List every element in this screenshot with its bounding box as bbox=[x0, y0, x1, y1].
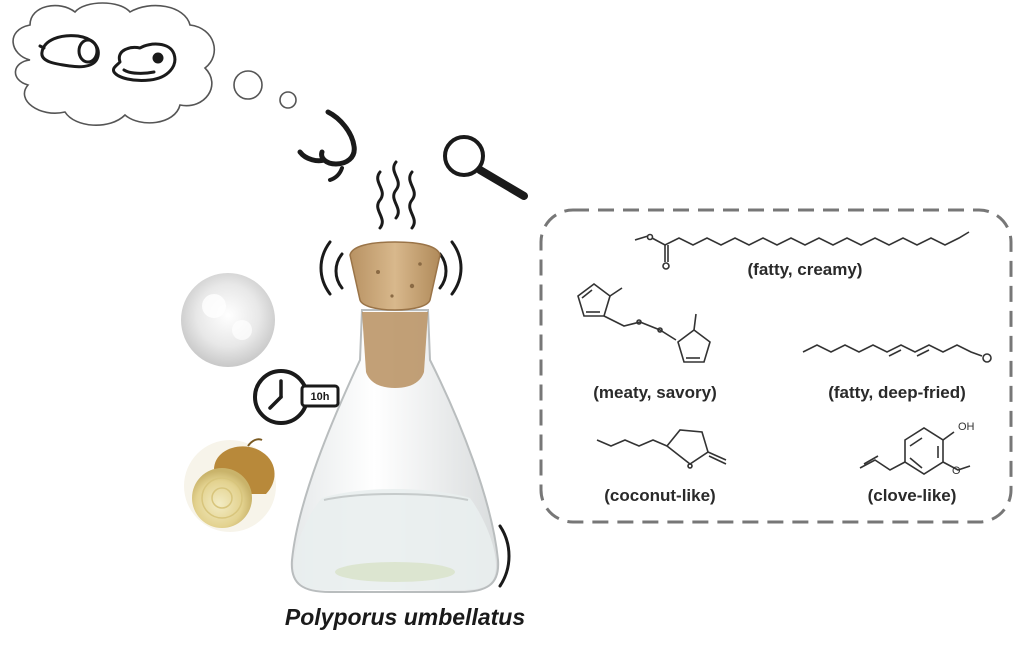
lactone-structure bbox=[596, 429, 727, 469]
clock-icon: 10h bbox=[253, 369, 340, 425]
thought-bubble-small bbox=[279, 91, 297, 109]
magnifier-icon bbox=[443, 135, 528, 200]
compound-descriptor-disulfide: (meaty, savory) bbox=[593, 383, 717, 402]
nose-icon-nostril bbox=[328, 166, 344, 182]
eugenol-structure bbox=[859, 427, 971, 475]
thought-bubble-large bbox=[233, 70, 263, 100]
compound-descriptor-eugenol: (clove-like) bbox=[867, 486, 957, 505]
cork-stopper bbox=[349, 241, 441, 388]
disulfide-structure bbox=[577, 283, 711, 363]
mycelium-culture-icon bbox=[181, 273, 275, 367]
aroma-waves-icon bbox=[376, 160, 416, 230]
meat-steak-icon bbox=[112, 42, 177, 82]
flask-icon bbox=[290, 309, 500, 593]
timer-label: 10h bbox=[311, 391, 330, 403]
species-caption: Polyporus umbellatus bbox=[284, 604, 526, 630]
compound-descriptor-ester: (fatty, creamy) bbox=[747, 260, 863, 279]
decadienal-structure bbox=[802, 344, 992, 363]
shake-marks-top bbox=[319, 240, 463, 296]
compound-descriptor-decadienal: (fatty, deep-fried) bbox=[828, 383, 966, 402]
compound-box bbox=[539, 208, 1013, 524]
compound-descriptor-lactone: (coconut-like) bbox=[604, 486, 716, 505]
eugenol-oh-label: OH bbox=[958, 421, 975, 433]
onion-icon bbox=[184, 438, 276, 532]
eugenol-o-label: O bbox=[952, 465, 961, 477]
nose-icon bbox=[297, 109, 357, 167]
sausage-icon bbox=[38, 34, 100, 69]
thought-cloud-icon bbox=[12, 2, 216, 126]
ester-structure bbox=[634, 231, 970, 270]
